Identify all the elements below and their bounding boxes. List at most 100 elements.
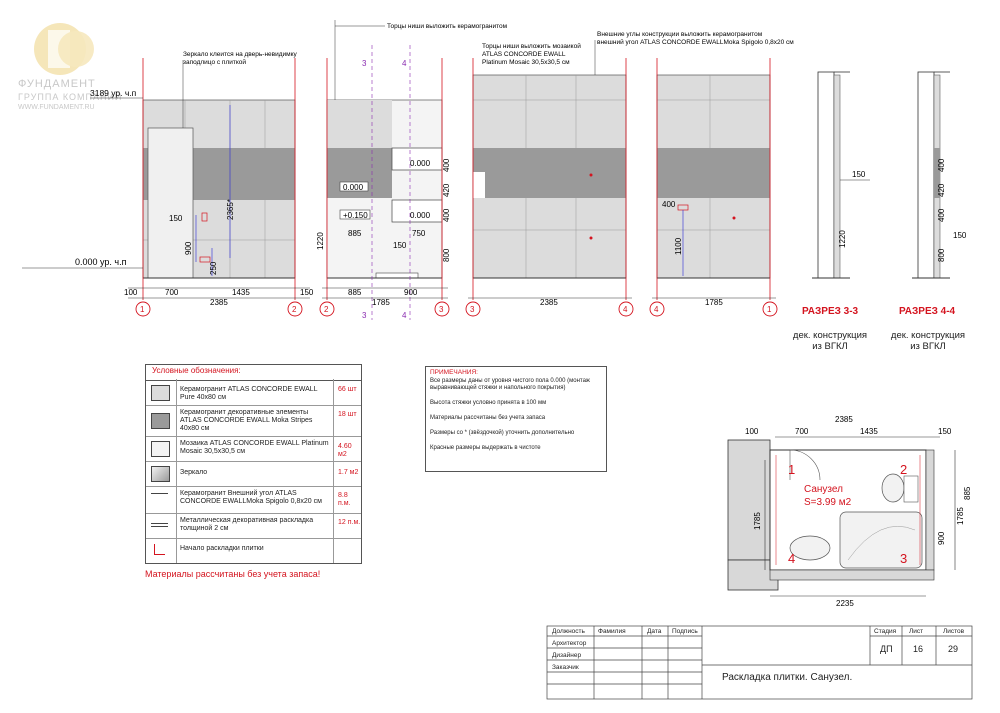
- axis-2-b: 2: [324, 305, 329, 314]
- legend-title: Условные обозначения:: [146, 365, 361, 381]
- dim-700-b: 700: [795, 427, 809, 436]
- section-4-4-sub-line2: из ВГКЛ: [910, 341, 946, 352]
- niche-porcelain-note: Торцы ниши выложить керамогранитом: [387, 23, 508, 30]
- section-4-4-subtitle: дек. конструкция из ВГКЛ: [883, 330, 973, 352]
- dim-150-b: 150: [300, 288, 314, 297]
- stamp-sheet-label: Лист: [909, 628, 924, 635]
- dim-420-a: 420: [442, 183, 451, 197]
- dim-1435-b: 1435: [860, 427, 878, 436]
- sheet-title: Раскладка плитки. Санузел.: [722, 672, 853, 683]
- legend-swatch-pure: [151, 385, 170, 401]
- dim-800-b: 800: [937, 248, 946, 262]
- dim-1785-b: 1785: [705, 298, 723, 307]
- company-logo: [18, 20, 113, 83]
- legend-text: Зеркало: [180, 469, 208, 476]
- legend-swatch-mosaic: [151, 441, 170, 457]
- section-3-3-sub-line2: из ВГКЛ: [812, 341, 848, 352]
- bathroom-plan: [727, 436, 956, 597]
- logo-brand: ФУНДАМЕНТ: [18, 78, 96, 90]
- dim-150-e: 150: [953, 231, 967, 240]
- note-item: Все размеры даны от уровня чистого пола …: [430, 378, 590, 391]
- dim-900-c: 900: [937, 531, 946, 545]
- dim-150-d: 150: [852, 170, 866, 179]
- stamp-col-surname: Фамилия: [598, 628, 626, 635]
- dim-1220-a: 1220: [316, 232, 325, 250]
- section-mark-4-top: 4: [402, 59, 407, 68]
- dim-400-a: 400: [442, 158, 451, 172]
- dim-885-b: 885: [348, 288, 362, 297]
- legend-qty: 18 шт: [338, 411, 357, 418]
- level-mark-0000-b: 0.000: [410, 159, 431, 168]
- dim-2385-c: 2385: [835, 415, 853, 424]
- axis-1-a: 1: [140, 305, 145, 314]
- legend-table: Условные обозначения: Керамогранит ATLAS…: [145, 364, 362, 564]
- elevation-4-1: [652, 58, 776, 300]
- section-3-3: [812, 71, 870, 279]
- notes-title: ПРИМЕЧАНИЯ:: [430, 369, 478, 376]
- axis-1-b: 1: [767, 305, 772, 314]
- section-mark-3-bottom: 3: [362, 311, 367, 320]
- note-item: Материалы рассчитаны без учета запаса: [430, 415, 546, 421]
- section-3-3-sub-line1: дек. конструкция: [792, 330, 868, 341]
- elevation-2-3: [322, 20, 448, 320]
- axis-2-a: 2: [292, 305, 297, 314]
- top-level-label: 3189 ур. ч.п: [90, 88, 137, 98]
- elevation-3-4: [468, 40, 632, 300]
- level-mark-0000-a: 0.000: [343, 183, 364, 192]
- dim-1220-b: 1220: [838, 230, 847, 248]
- legend-text: Керамогранит ATLAS CONCORDE EWALL Pure 4…: [180, 386, 318, 401]
- legend-swatch-stripes: [151, 413, 170, 429]
- dim-1785-a: 1785: [372, 298, 390, 307]
- legend-text: Металлическая декоративная раскладка тол…: [180, 517, 314, 532]
- stamp-col-date: Дата: [647, 628, 662, 635]
- note-item: Размеры со * (звёздочкой) уточнить допол…: [430, 430, 575, 436]
- dim-420-b: 420: [937, 183, 946, 197]
- dim-400-c: 400: [662, 200, 676, 209]
- stamp-row-customer: Заказчик: [552, 664, 579, 671]
- axis-3-a: 3: [439, 305, 444, 314]
- dim-100-a: 100: [124, 288, 138, 297]
- stamp-stage-value: ДП: [880, 644, 893, 654]
- stamp-row-architect: Архитектор: [552, 640, 587, 647]
- logo-group: ГРУППА КОМПАНИЙ: [18, 92, 123, 102]
- stamp-sheets-label: Листов: [943, 628, 965, 635]
- plan-corner-4: 4: [788, 551, 795, 566]
- dim-1100: 1100: [674, 237, 683, 255]
- niche-mosaic-note: Торцы ниши выложить мозаикой ATLAS CONCO…: [482, 42, 583, 66]
- legend-qty: 1.7 м2: [338, 469, 359, 476]
- dim-885-c: 885: [963, 486, 972, 500]
- legend-qty: 12 п.м.: [338, 519, 361, 526]
- axis-4-b: 4: [654, 305, 659, 314]
- stamp-col-sign: Подпись: [672, 628, 698, 635]
- room-name: Санузел: [804, 484, 843, 495]
- stamp-stage-label: Стадия: [874, 628, 897, 635]
- plan-corner-1: 1: [788, 462, 795, 477]
- tile-start-icon: [154, 544, 165, 555]
- stamp-row-designer: Дизайнер: [552, 652, 582, 659]
- outer-corners-note: Внешние углы конструкции выложить керамо…: [597, 31, 794, 46]
- dim-1785-c: 1785: [956, 507, 965, 525]
- dim-100-b: 100: [745, 427, 759, 436]
- stamp-sheet-value: 16: [913, 644, 924, 654]
- dim-2385-b: 2385: [540, 298, 558, 307]
- dim-800-a: 800: [442, 248, 451, 262]
- legend-qty: 4.60 м2: [338, 443, 352, 458]
- legend-text: Начало раскладки плитки: [180, 545, 264, 552]
- dim-750: 750: [412, 229, 426, 238]
- axis-3-b: 3: [470, 305, 475, 314]
- legend-row: Керамогранит ATLAS CONCORDE EWALL Pure 4…: [146, 381, 361, 406]
- section-mark-3-top: 3: [362, 59, 367, 68]
- axis-markers: [135, 301, 778, 317]
- dim-150-a: 150: [169, 214, 183, 223]
- dim-150-c: 150: [393, 241, 407, 250]
- floor-level-label: 0.000 ур. ч.п: [75, 257, 127, 267]
- notes-box: ПРИМЕЧАНИЯ: Все размеры даны от уровня ч…: [425, 366, 607, 472]
- legend-swatch-corner: [151, 493, 168, 508]
- dim-2235: 2235: [836, 599, 854, 608]
- dim-885-a: 885: [348, 229, 362, 238]
- note-item: Высота стяжки условно принята в 100 мм: [430, 400, 547, 406]
- plan-corner-2: 2: [900, 462, 907, 477]
- level-mark-0150: +0.150: [343, 211, 368, 220]
- dim-400-e: 400: [937, 208, 946, 222]
